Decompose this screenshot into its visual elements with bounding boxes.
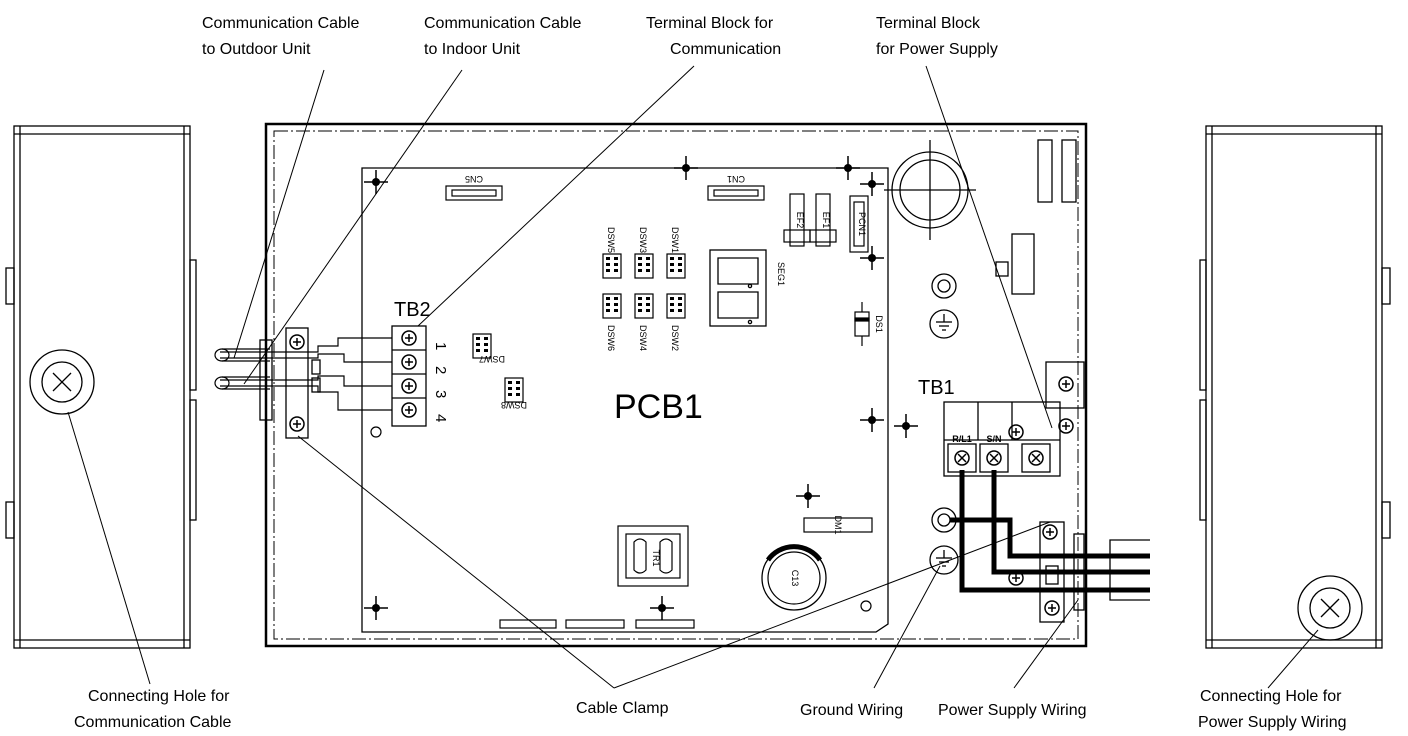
callout-tb-comm: Terminal Block for Communication — [646, 15, 781, 58]
hole-power-line1: Connecting Hole for — [1200, 688, 1342, 705]
transformer-tr1 — [617, 525, 689, 587]
callout-hole-power: Connecting Hole for Power Supply Wiring — [1198, 688, 1347, 731]
comm-indoor-line1: Communication Cable — [424, 15, 582, 32]
callout-tb-power: Terminal Block for Power Supply — [876, 15, 998, 58]
callout-comm-indoor: Communication Cable to Indoor Unit — [424, 15, 582, 58]
tb-power-line1: Terminal Block — [876, 15, 981, 32]
seg1-label: SEG1 — [776, 262, 786, 286]
dsw5-label: DSW5 — [606, 227, 616, 253]
connector-cn1 — [707, 185, 765, 201]
mounting-points — [363, 155, 919, 621]
communication-wires — [214, 337, 392, 411]
ground-screw-upper — [929, 273, 959, 339]
tb2-terminal-1: 1 — [432, 342, 449, 350]
ef1-label: EF1 — [821, 212, 831, 229]
comm-cable-clamp — [259, 327, 321, 439]
tb2-terminal-4: 4 — [432, 414, 449, 422]
power-cable-sheath — [1109, 539, 1150, 601]
dip-switches — [472, 253, 686, 403]
dsw1-label: DSW1 — [670, 227, 680, 253]
dsw2-label: DSW2 — [670, 325, 680, 351]
dsw6-label: DSW6 — [606, 325, 616, 351]
cable-clamp-label: Cable Clamp — [576, 700, 669, 717]
left-side-panel — [5, 125, 197, 649]
seven-segment-display — [709, 249, 767, 327]
callout-comm-outdoor: Communication Cable to Outdoor Unit — [202, 15, 360, 58]
ef2-label: EF2 — [795, 212, 805, 229]
tb-comm-line2: Communication — [670, 41, 781, 58]
c13-label: C13 — [790, 570, 800, 587]
leader-lines — [67, 65, 1319, 689]
right-side-panel — [1199, 125, 1391, 649]
pcb-board — [361, 167, 889, 633]
cn1-label: CN1 — [727, 174, 745, 184]
tb-comm-line1: Terminal Block for — [646, 15, 774, 32]
dsw8-label: DSW8 — [501, 400, 527, 410]
tb1-terminal-sn: S/N — [986, 434, 1001, 444]
ground-wiring-label: Ground Wiring — [800, 702, 903, 719]
tb-power-line2: for Power Supply — [876, 41, 998, 58]
dm1-component — [803, 517, 873, 533]
relay-connector — [995, 233, 1035, 295]
knockout-top — [884, 140, 976, 240]
right-side-bracket — [1045, 361, 1085, 409]
power-wires — [950, 470, 1150, 593]
pcb1-label: PCB1 — [614, 388, 703, 426]
bottom-connectors — [499, 619, 695, 629]
top-right-brackets — [1037, 139, 1077, 203]
pcn1-label: PCN1 — [857, 212, 867, 236]
power-cable-clamp — [1039, 521, 1085, 623]
ds1-component — [854, 302, 870, 346]
cn5-label: CN5 — [465, 174, 483, 184]
terminal-block-tb2 — [391, 325, 427, 427]
tb2-terminal-2: 2 — [432, 366, 449, 374]
comm-outdoor-line1: Communication Cable — [202, 15, 360, 32]
dm1-label: DM1 — [833, 515, 843, 534]
connector-cn5 — [445, 185, 503, 201]
comm-outdoor-line2: to Outdoor Unit — [202, 41, 311, 58]
comm-indoor-line2: to Indoor Unit — [424, 41, 521, 58]
tb2-terminal-3: 3 — [432, 390, 449, 398]
capacitor-c13 — [761, 544, 827, 611]
tb1-label: TB1 — [918, 377, 955, 399]
hole-power-line2: Power Supply Wiring — [1198, 714, 1347, 731]
dsw3-label: DSW3 — [638, 227, 648, 253]
tb1-screws — [954, 424, 1044, 466]
fuses — [783, 193, 837, 247]
dsw7-label: DSW7 — [479, 354, 505, 364]
main-box — [264, 122, 1088, 648]
terminal-block-tb1 — [943, 401, 1061, 477]
ds1-label: DS1 — [874, 315, 884, 333]
callout-hole-comm: Connecting Hole for Communication Cable — [74, 688, 232, 731]
power-wiring-label: Power Supply Wiring — [938, 702, 1087, 719]
tr1-label: TR1 — [651, 549, 661, 566]
hole-comm-line2: Communication Cable — [74, 714, 232, 731]
hole-comm-line1: Connecting Hole for — [88, 688, 230, 705]
tb1-terminal-rl1: R/L1 — [952, 434, 972, 444]
connector-pcn1 — [849, 195, 869, 253]
dsw4-label: DSW4 — [638, 325, 648, 351]
tb2-label: TB2 — [394, 299, 431, 321]
